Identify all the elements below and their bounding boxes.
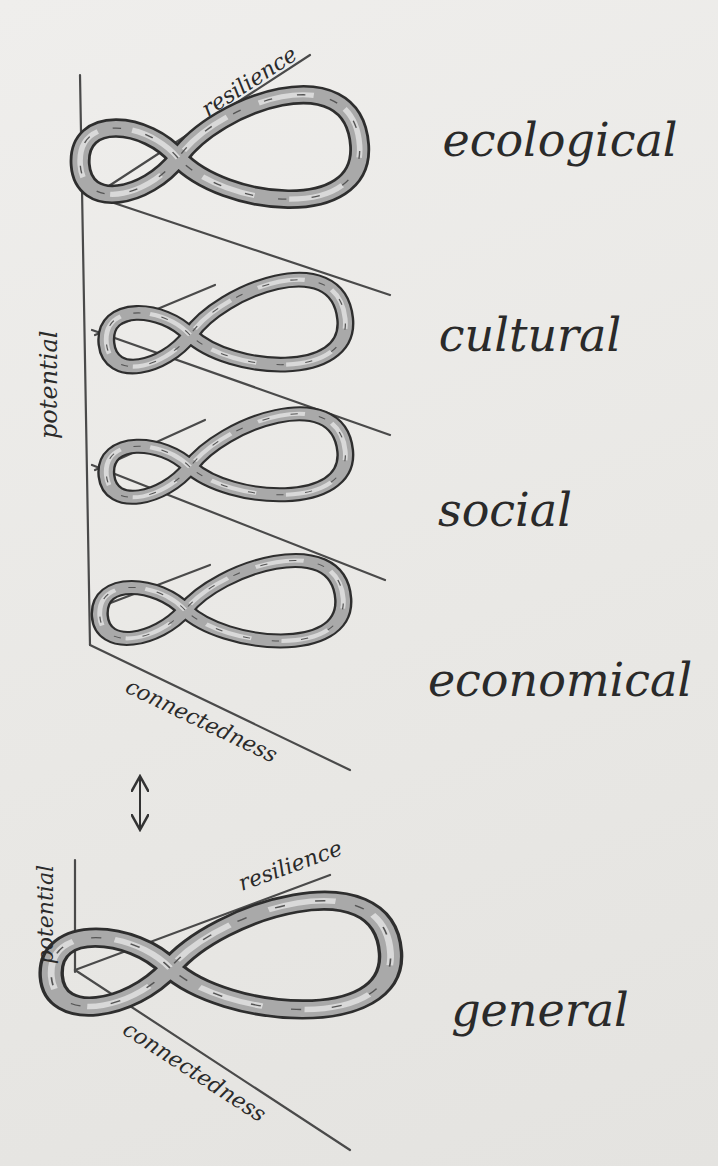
axis-label: resilience — [235, 836, 346, 897]
adaptive-cycle-loop — [102, 409, 349, 514]
resilience-axis — [75, 875, 330, 970]
level-label: social — [438, 484, 572, 537]
level-label: cultural — [439, 309, 621, 362]
double-arrow — [139, 778, 141, 828]
adaptive-cycle-loops — [47, 91, 394, 1027]
axis-label: connectedness — [118, 1016, 270, 1127]
panel-divider — [90, 195, 390, 295]
level-label: general — [451, 984, 629, 1037]
axis-label: resilience — [197, 42, 302, 122]
potential-axis — [74, 860, 76, 972]
axis-label: connectedness — [121, 674, 281, 768]
axes — [75, 55, 390, 1150]
level-label: ecological — [442, 114, 677, 167]
axis-label: potential — [36, 331, 64, 439]
level-label: economical — [428, 654, 692, 707]
adaptive-cycle-loop — [97, 557, 346, 654]
adaptive-cycle-loop — [102, 275, 349, 383]
connectedness-axis — [90, 645, 350, 770]
axis-label: potential — [33, 865, 58, 964]
adaptive-cycle-loop — [47, 896, 394, 1027]
